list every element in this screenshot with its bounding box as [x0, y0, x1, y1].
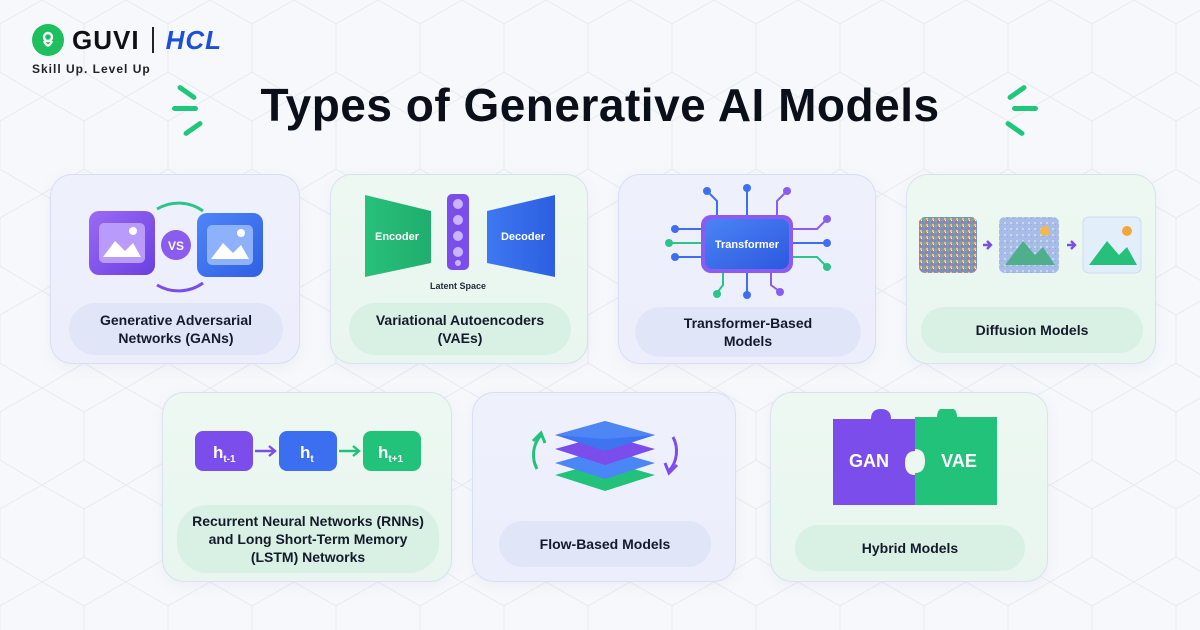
hybrid-gan-text: GAN	[849, 451, 889, 471]
title-accent-left-mid	[172, 106, 198, 111]
rnn-h-prev-sub: t-1	[223, 454, 236, 465]
card-diffusion: Diffusion Models	[906, 174, 1156, 364]
page-title: Types of Generative AI Models	[260, 79, 940, 131]
title-area: Types of Generative AI Models	[0, 78, 1200, 132]
rnn-h-cur: h	[300, 443, 310, 462]
card-transformer-label: Transformer-Based Models	[635, 307, 861, 357]
card-diffusion-label: Diffusion Models	[921, 307, 1143, 353]
svg-text:ht+1: ht+1	[378, 443, 404, 465]
svg-text:ht: ht	[300, 443, 314, 465]
card-hybrid: GAN VAE Hybrid Models	[770, 392, 1048, 582]
card-hybrid-label: Hybrid Models	[795, 525, 1025, 571]
title-accent-right-mid	[1012, 106, 1038, 111]
svg-text:ht-1: ht-1	[213, 443, 236, 465]
card-rnn: ht-1 ht ht+1 Recurrent Neural Networks (…	[162, 392, 452, 582]
card-gans: VS Generative Adversarial Networks (GANs…	[50, 174, 300, 364]
brand-divider	[151, 27, 154, 53]
hcl-wordmark: HCL	[165, 24, 223, 55]
guvi-logo-icon	[32, 24, 64, 56]
card-rnn-label: Recurrent Neural Networks (RNNs) and Lon…	[177, 505, 439, 573]
guvi-wordmark: GUVI	[72, 24, 140, 55]
gan-vs-text: VS	[168, 239, 184, 253]
transformer-chip-icon: Transformer	[665, 184, 831, 299]
rnn-h-next-sub: t+1	[388, 454, 403, 465]
diffusion-steps-icon	[919, 216, 1142, 274]
card-flow: Flow-Based Models	[472, 392, 736, 582]
vae-latent-space-text: Latent Space	[430, 281, 486, 291]
card-vaes: Encoder Decoder Latent Space Variational…	[330, 174, 588, 364]
vae-decoder-text: Decoder	[501, 231, 546, 243]
vae-encoder-text: Encoder	[375, 231, 420, 243]
flow-layers-icon	[531, 421, 679, 491]
rnn-sequence-icon: ht-1 ht ht+1	[195, 431, 421, 471]
card-vaes-label: Variational Autoencoders (VAEs)	[349, 303, 571, 355]
hybrid-vae-text: VAE	[941, 451, 977, 471]
card-gans-label: Generative Adversarial Networks (GANs)	[69, 303, 283, 355]
transformer-chip-text: Transformer	[715, 239, 780, 251]
brand: GUVI HCL Skill Up. Level Up	[32, 24, 222, 76]
card-transformer: Transformer Transformer-Based Models	[618, 174, 876, 364]
brand-tagline: Skill Up. Level Up	[32, 62, 151, 76]
card-flow-label: Flow-Based Models	[499, 521, 711, 567]
rnn-h-cur-sub: t	[310, 454, 314, 465]
hybrid-puzzle-icon: GAN VAE	[833, 409, 997, 505]
rnn-h-prev: h	[213, 443, 223, 462]
gan-vs-icon: VS	[89, 201, 263, 293]
rnn-h-next: h	[378, 443, 388, 462]
vae-encoder-decoder-icon: Encoder Decoder Latent Space	[365, 194, 555, 291]
